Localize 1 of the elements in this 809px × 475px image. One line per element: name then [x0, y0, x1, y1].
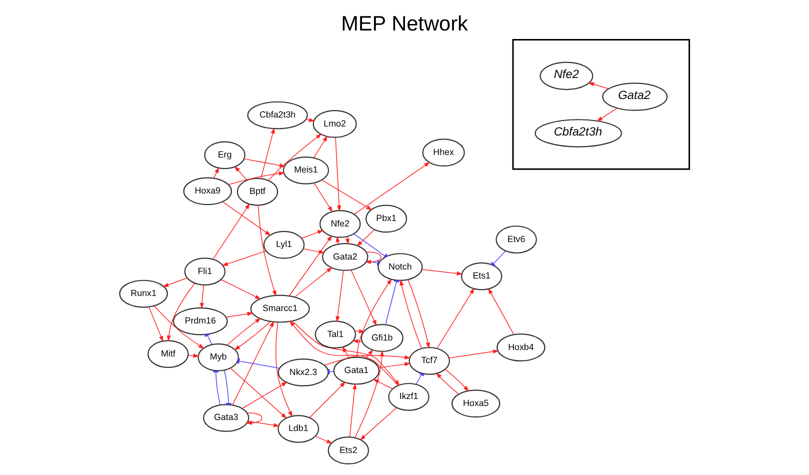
diagram-title: MEP Network	[341, 12, 468, 36]
